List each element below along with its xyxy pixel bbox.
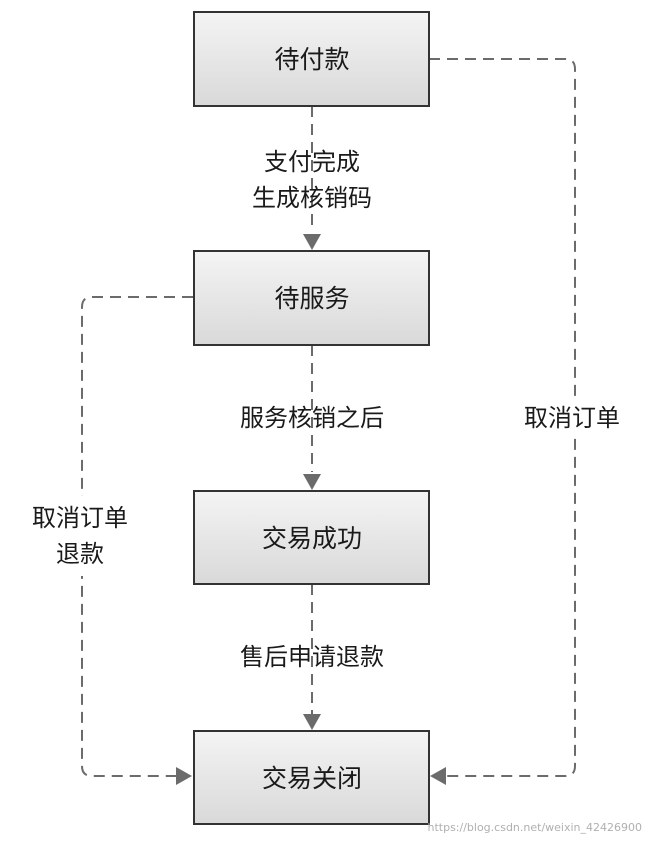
edge-label-cancel-refund: 取消订单 退款: [16, 496, 146, 576]
state-transaction-closed-label: 交易关闭: [262, 764, 362, 793]
state-pending-service-label: 待服务: [274, 284, 349, 313]
arrowhead-to-closed-right: [430, 767, 446, 785]
arrowhead-to-closed-top: [303, 714, 321, 730]
state-pending-payment-label: 待付款: [274, 45, 349, 74]
edge-label-cancel-right: 取消订单: [510, 396, 636, 436]
arrowhead-to-success: [303, 474, 321, 490]
state-pending-service: 待服务: [193, 250, 430, 346]
edge-label-cancel-refund-line2: 退款: [56, 540, 104, 568]
edge-label-cancel-right-text: 取消订单: [524, 404, 620, 432]
edge-label-pay-complete: 支付完成 生成核销码: [252, 148, 372, 212]
edge-label-cancel-refund-line1: 取消订单: [32, 504, 128, 532]
arrowhead-to-pending-service: [303, 234, 321, 250]
edge-label-pay-complete-line1: 支付完成: [264, 148, 360, 176]
edge-label-after-service-verify-text: 服务核销之后: [240, 404, 384, 432]
watermark: https://blog.csdn.net/weixin_42426900: [427, 821, 642, 834]
watermark-text: https://blog.csdn.net/weixin_42426900: [427, 821, 642, 834]
state-transaction-success-label: 交易成功: [262, 524, 362, 553]
state-pending-payment: 待付款: [193, 11, 430, 107]
edge-label-pay-complete-line2: 生成核销码: [252, 184, 372, 212]
edge-label-after-sale-refund: 售后申请退款: [240, 643, 384, 671]
edge-label-after-service-verify: 服务核销之后: [240, 404, 384, 432]
state-transaction-success: 交易成功: [193, 490, 430, 585]
edge-label-after-sale-refund-text: 售后申请退款: [240, 643, 384, 671]
state-transaction-closed: 交易关闭: [193, 730, 430, 825]
arrowhead-to-closed-left: [176, 767, 192, 785]
